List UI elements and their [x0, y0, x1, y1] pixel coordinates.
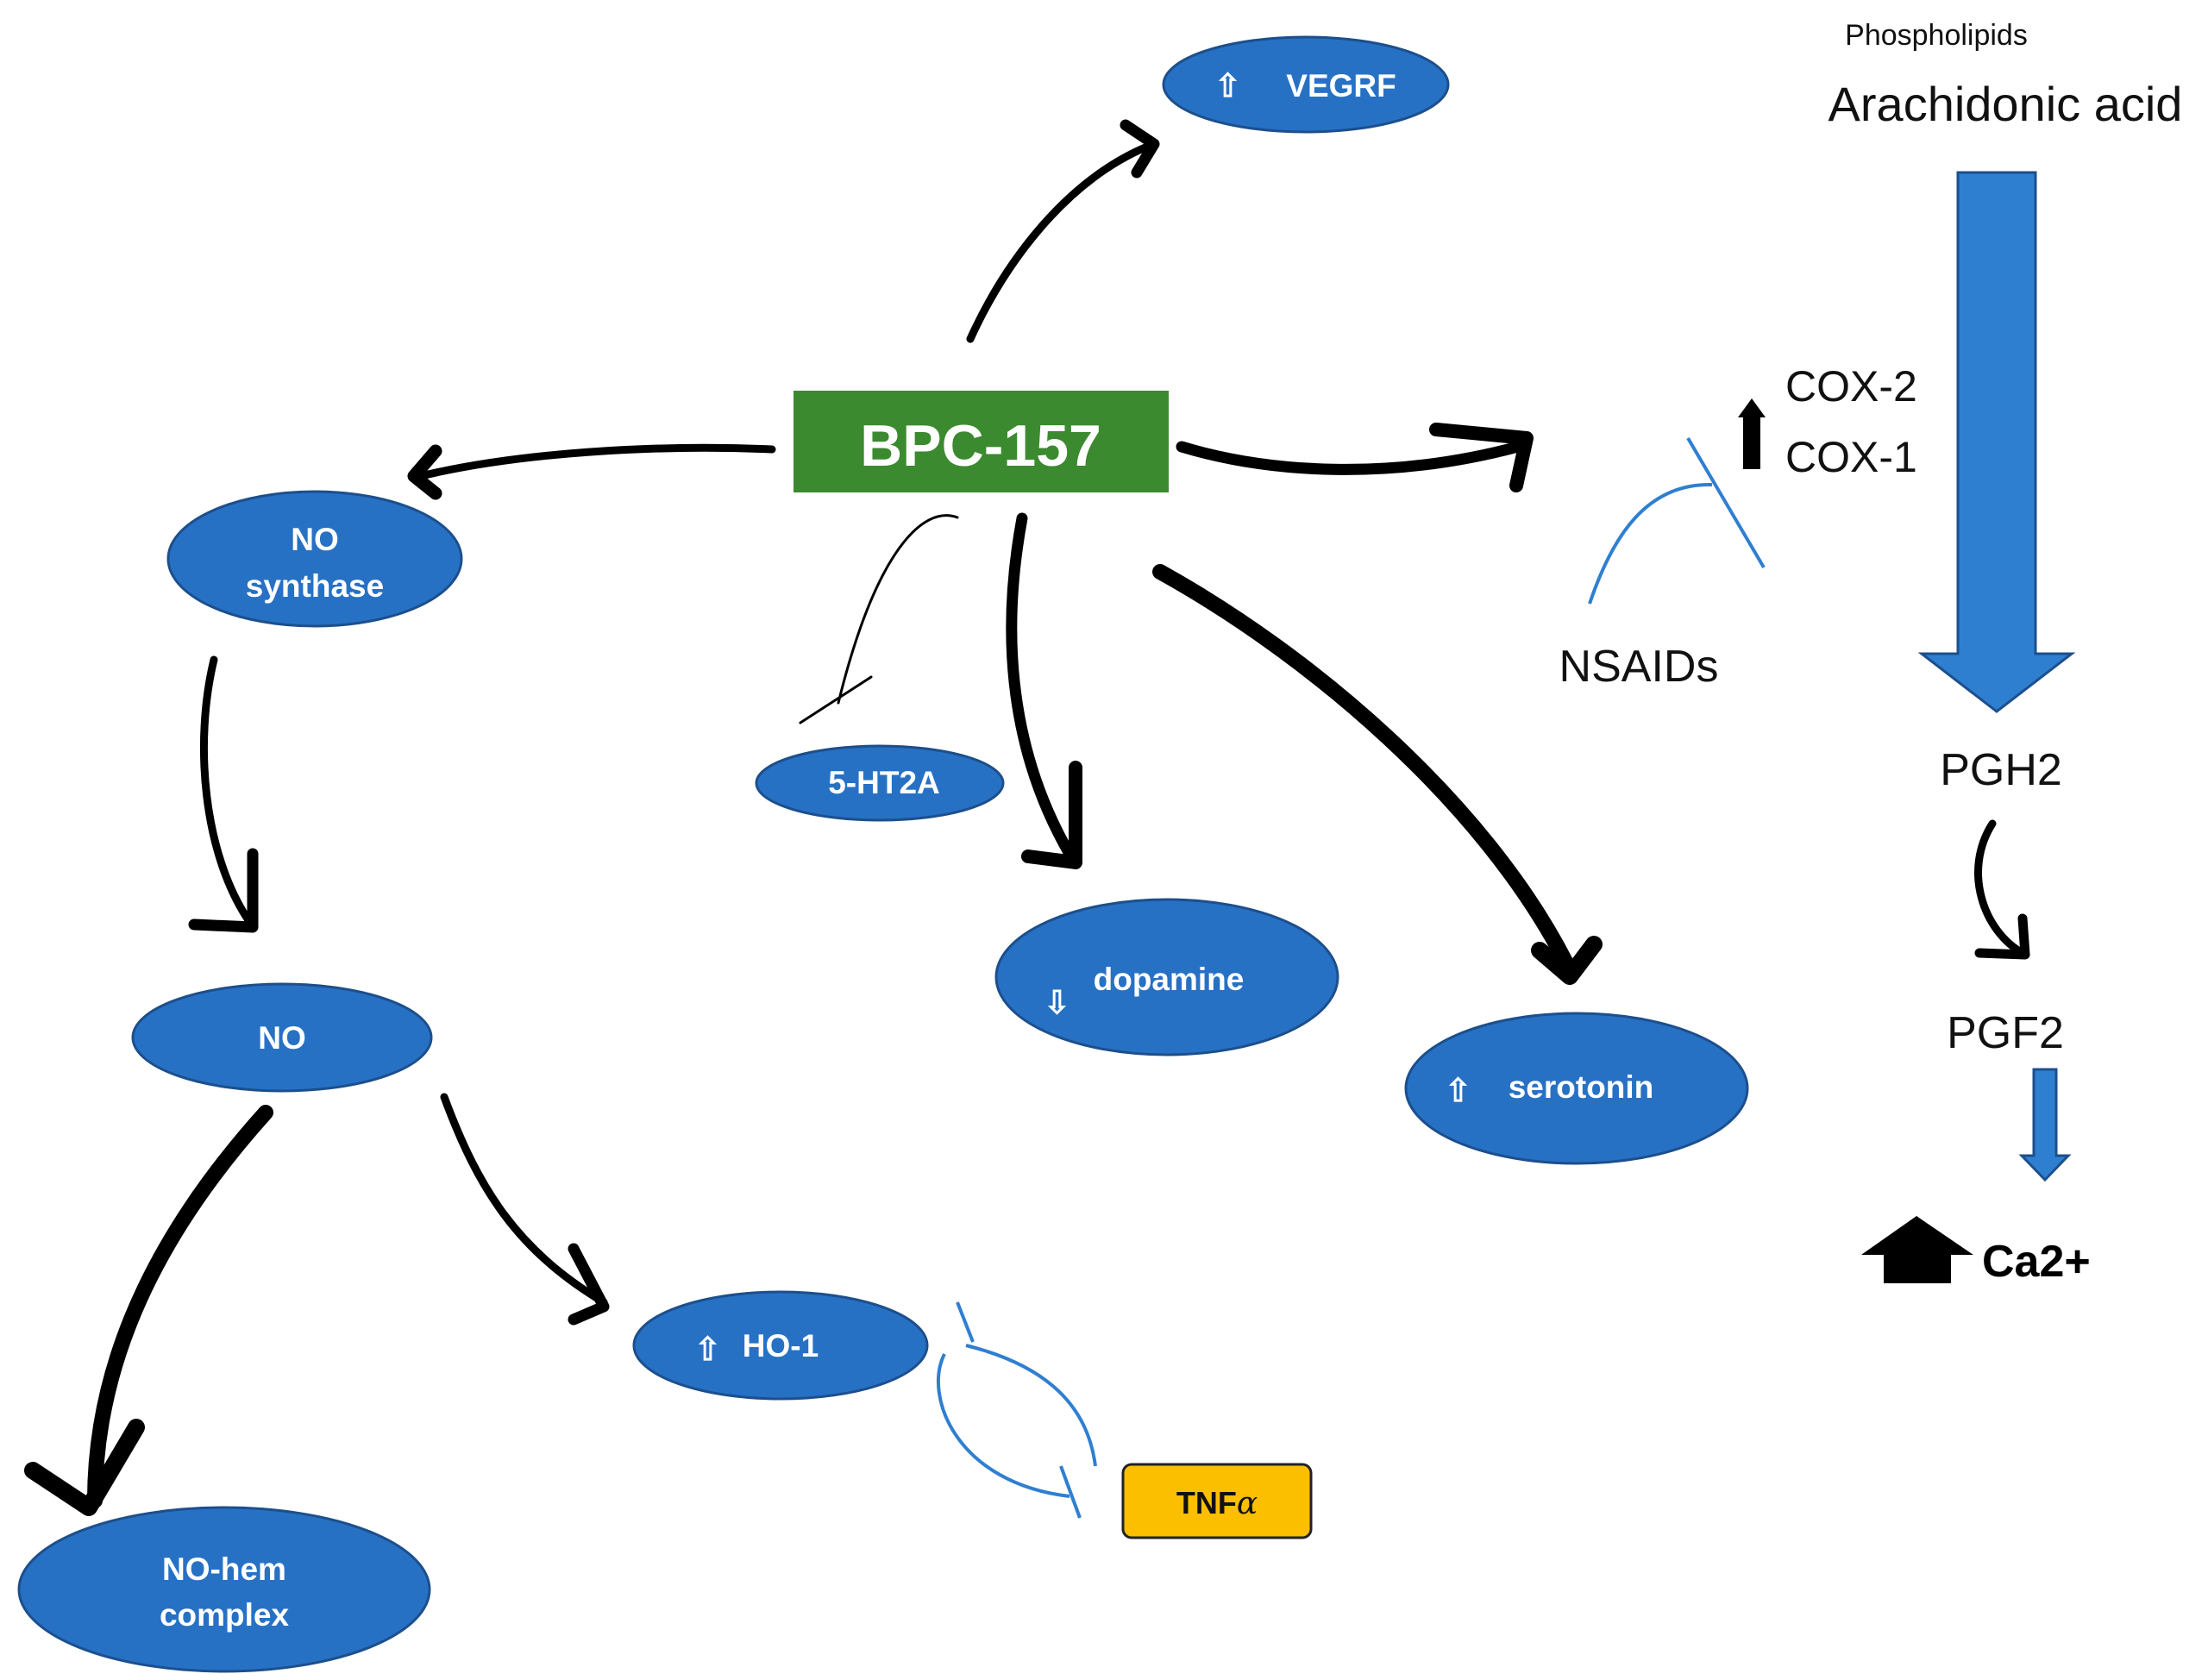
cox1-label: COX-1 [1785, 433, 1917, 481]
up-arrow-icon: ⇧ [1445, 1073, 1471, 1108]
inhibition-ho1-tnf [937, 1301, 1097, 1519]
svg-text:TNFα: TNFα [1176, 1485, 1258, 1521]
no-hem-line1: NO-hem [162, 1551, 286, 1587]
cox-label-group: COX-2 COX-1 [1738, 362, 1917, 481]
dopamine-label: dopamine [1094, 962, 1245, 997]
arrow-pgh2-to-pgf2 [1974, 819, 2030, 960]
no-synthase-line2: synthase [246, 568, 384, 604]
node-no: NO [131, 982, 433, 1093]
node-no-hem-complex: NO-hem complex [17, 1506, 431, 1673]
pathway-big-arrow [1917, 171, 2076, 713]
node-ho1: ⇧ HO-1 [632, 1290, 929, 1401]
up-arrow-icon: ⇧ [1214, 68, 1241, 103]
arrow-no-to-ho1 [440, 1093, 610, 1326]
phospholipids-label: Phospholipids [1845, 19, 2028, 52]
calcium-label-group: Ca2+ [1861, 1216, 2091, 1287]
inhibition-nsaids-cox [1588, 436, 1766, 605]
arrow-bpc-to-cox [1176, 423, 1534, 492]
ht2a-label: 5-HT2A [828, 765, 940, 800]
tnf-alpha: α [1237, 1486, 1258, 1521]
pgh2-label: PGH2 [1940, 745, 2062, 795]
tnf-box: TNFα [1121, 1463, 1313, 1539]
no-hem-line2: complex [160, 1597, 290, 1633]
node-dopamine: ⇩ dopamine [994, 898, 1339, 1056]
pgf2-label: PGF2 [1947, 1008, 2064, 1058]
cox2-label: COX-2 [1785, 362, 1917, 411]
ho1-label: HO-1 [743, 1328, 819, 1363]
serotonin-label: serotonin [1509, 1069, 1654, 1105]
arrow-no-to-nohem [24, 1105, 273, 1516]
arrow-bpc-to-vegrf [966, 119, 1160, 343]
arrow-no-synthase-to-no [188, 655, 259, 933]
inhibition-bpc-to-5ht2a [799, 514, 959, 724]
arrow-bpc-to-no-synthase [407, 443, 776, 500]
bpc157-box: BPC-157 [794, 391, 1169, 492]
arrow-bpc-to-serotonin [1152, 564, 1603, 985]
arachidonic-acid-label: Arachidonic acid [1828, 77, 2183, 131]
node-no-synthase: NO synthase [166, 490, 463, 628]
arrow-bpc-to-dopamine [1006, 512, 1082, 869]
nsaids-label: NSAIDs [1559, 642, 1719, 692]
pathway-small-arrow [2018, 1068, 2072, 1182]
node-5ht2a: 5-HT2A [755, 744, 1005, 822]
up-arrow-icon [1861, 1216, 1973, 1283]
ca-label: Ca2+ [1982, 1237, 2091, 1287]
vegrf-label: VEGRF [1286, 68, 1396, 103]
node-serotonin: ⇧ serotonin [1404, 1012, 1749, 1165]
no-synthase-line1: NO [291, 522, 339, 557]
node-vegrf: ⇧ VEGRF [1162, 35, 1450, 134]
up-arrow-icon [1738, 398, 1766, 469]
up-arrow-icon: ⇧ [694, 1332, 721, 1367]
bpc157-label: BPC-157 [860, 413, 1101, 479]
no-label: NO [258, 1020, 306, 1056]
down-arrow-icon: ⇩ [1044, 985, 1070, 1020]
tnf-label: TNF [1176, 1485, 1237, 1520]
